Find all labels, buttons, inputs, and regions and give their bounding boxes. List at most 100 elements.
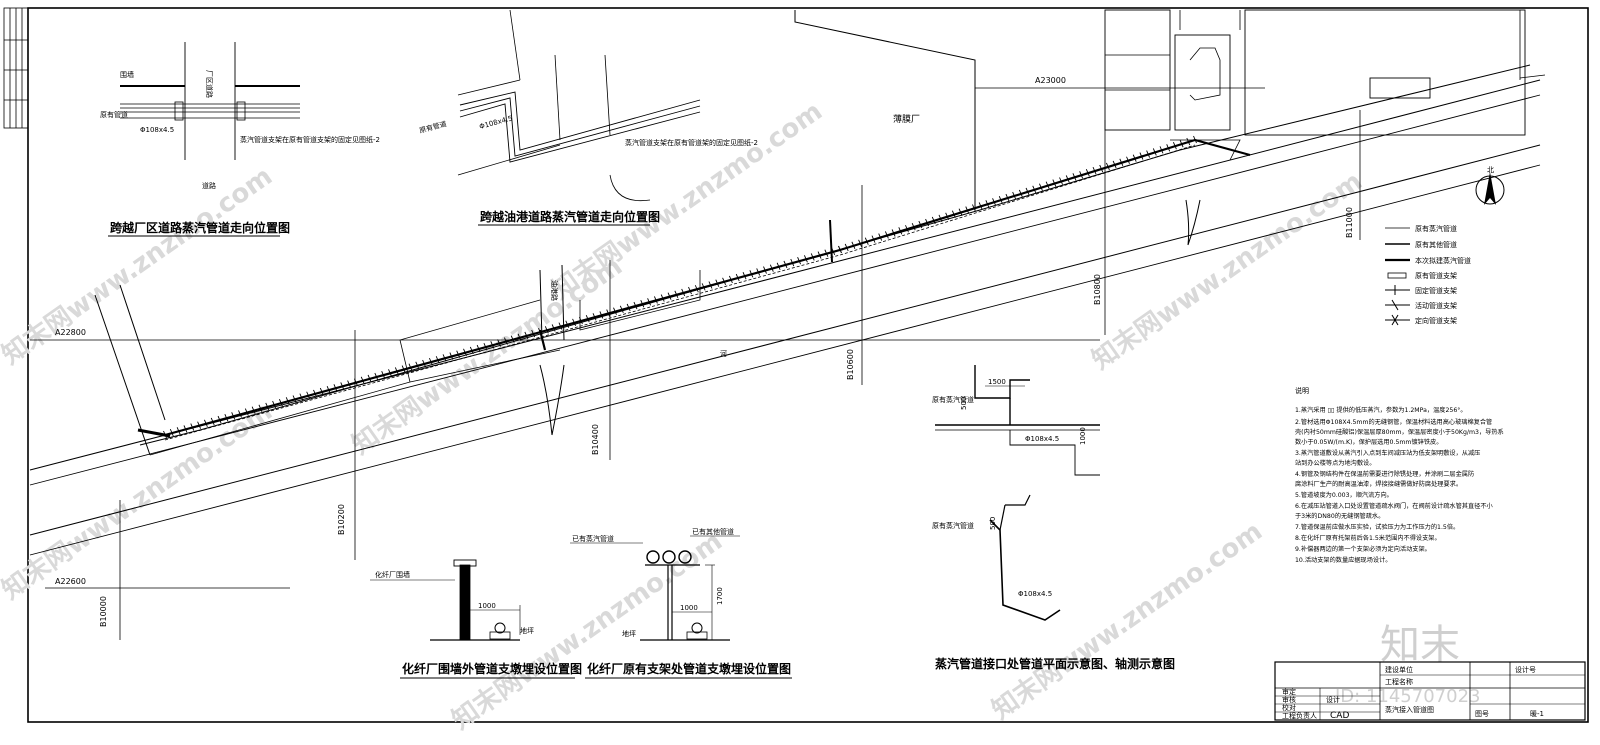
grid-axis-labels: A23000 A22800 A22600 B10000 B10200 B1040… (55, 76, 1354, 627)
support-tick (306, 391, 311, 399)
support-tick (647, 298, 652, 306)
d1-fence-label: 围墙 (120, 70, 134, 79)
d5-dim-1500: 1500 (988, 378, 1006, 386)
support-tick (374, 372, 379, 381)
outer-border (27, 7, 1589, 723)
support-tick (388, 369, 392, 377)
support-tick (831, 247, 836, 256)
tb-designer-label: 工程负责人 (1282, 711, 1317, 720)
support-tick (619, 305, 624, 313)
support-tick (925, 218, 929, 227)
support-tick (878, 233, 883, 241)
support-tick (483, 342, 488, 351)
legend-item-1: 原有蒸汽管道 (1415, 224, 1457, 233)
support-tick (517, 333, 522, 342)
legend-item-3: 本次拟建蒸汽管道 (1415, 256, 1471, 265)
support-tick (1119, 158, 1124, 167)
left-margin-strip (3, 7, 29, 129)
support-tick (313, 389, 317, 398)
support-tick (1179, 139, 1184, 148)
detail3-title: 化纤厂围墙外管道支墩埋设位置图 (402, 661, 582, 676)
support-tick (1079, 171, 1084, 179)
detail-1-road-crossing: 围墙 原有管道 Φ108x4.5 蒸汽管道支架在原有管道支架的固定见图纸-2 厂… (100, 42, 380, 237)
support-tick (176, 427, 181, 435)
d4-ground: 地坪 (622, 629, 636, 638)
support-tick (428, 357, 433, 366)
watermark-text-1: 知末网www.znzmo.com (0, 161, 278, 370)
id-watermark: ID: 1145707023 (1335, 686, 1480, 707)
support-tick (333, 384, 338, 392)
support-tick (749, 270, 754, 278)
support-tick (688, 286, 692, 295)
support-tick (1146, 150, 1151, 158)
support-tick (538, 328, 542, 336)
support-tick (203, 419, 208, 427)
support-tick (951, 210, 956, 218)
note-line-9: 5.管道坡度为0.003，顺汽流方向。 (1295, 491, 1393, 499)
support-tick (985, 200, 990, 208)
support-tick (978, 202, 983, 210)
support-tick (1045, 181, 1050, 189)
support-tick (469, 346, 474, 355)
steam-pipe-route (137, 138, 1251, 441)
label-factory: 薄膜厂 (893, 113, 920, 125)
axis-a22800: A22800 (55, 328, 86, 337)
support-tick (958, 208, 963, 216)
d4-existing-other: 已有其他管道 (692, 527, 734, 536)
d5-dim-500b: 500 (989, 517, 997, 530)
support-tick (891, 229, 896, 237)
support-tick (190, 423, 195, 431)
support-tick (422, 359, 427, 368)
support-tick (463, 348, 467, 356)
legend-item-4: 原有管道支架 (1415, 271, 1457, 280)
d5-dim-1000: 1000 (1079, 427, 1087, 445)
support-tick (1092, 166, 1097, 175)
axis-b11000: B11000 (1345, 207, 1354, 238)
note-line-6: 站到办公楼等点为地沟敷设。 (1295, 459, 1375, 467)
note-line-11: 于3米的DN80的无缝钢管疏水。 (1295, 512, 1384, 520)
d1-existing-pipe: 原有管道 (100, 110, 128, 119)
support-tick (972, 204, 976, 212)
support-tick (633, 301, 638, 310)
watermark-text-6: 知末网www.znzmo.com (987, 516, 1268, 725)
support-tick (715, 279, 720, 287)
note-line-4: 数小于0.05W/(m.K)，保护层选用0.5mm镀锌铁皮。 (1295, 438, 1442, 446)
support-tick (531, 329, 536, 338)
support-tick (735, 273, 740, 282)
axis-b10600: B10600 (846, 349, 855, 380)
support-tick (838, 245, 842, 254)
tb-design: 设计 (1326, 695, 1340, 704)
detail-5-interface: 原有蒸汽管道 1500 500 Φ108x4.5 1000 原有蒸汽管道 500… (932, 365, 1175, 671)
support-tick (299, 393, 304, 401)
support-tick (224, 414, 229, 422)
support-tick (1065, 175, 1070, 183)
support-tick (674, 290, 679, 299)
support-tick (1106, 162, 1110, 171)
support-tick (347, 380, 352, 388)
support-tick (776, 262, 781, 270)
support-tick (381, 371, 386, 379)
tb-software: CAD (1330, 711, 1349, 721)
support-tick (353, 378, 358, 386)
support-tick (292, 395, 297, 403)
support-tick (544, 326, 549, 334)
note-line-13: 8.在化纤厂原有托架前后各1.5米范围内不得设支架。 (1295, 534, 1441, 542)
legend-item-6: 活动管道支架 (1415, 301, 1457, 310)
support-tick (769, 264, 774, 272)
detail2-title: 跨越油港道路蒸汽管道走向位置图 (480, 209, 660, 224)
support-tick (660, 294, 665, 302)
support-tick (790, 258, 795, 267)
support-tick (599, 311, 604, 319)
notes-heading: 说明 (1295, 386, 1309, 395)
support-tick (803, 255, 808, 263)
support-tick (851, 241, 856, 250)
tb-approve: 审定 (1282, 687, 1296, 696)
support-tick (360, 376, 365, 384)
d5-dim-500: 500 (960, 397, 968, 410)
support-tick (1172, 142, 1177, 150)
support-tick (163, 430, 167, 439)
support-tick (1159, 146, 1164, 154)
support-tick (258, 404, 263, 413)
support-tick (169, 428, 174, 437)
